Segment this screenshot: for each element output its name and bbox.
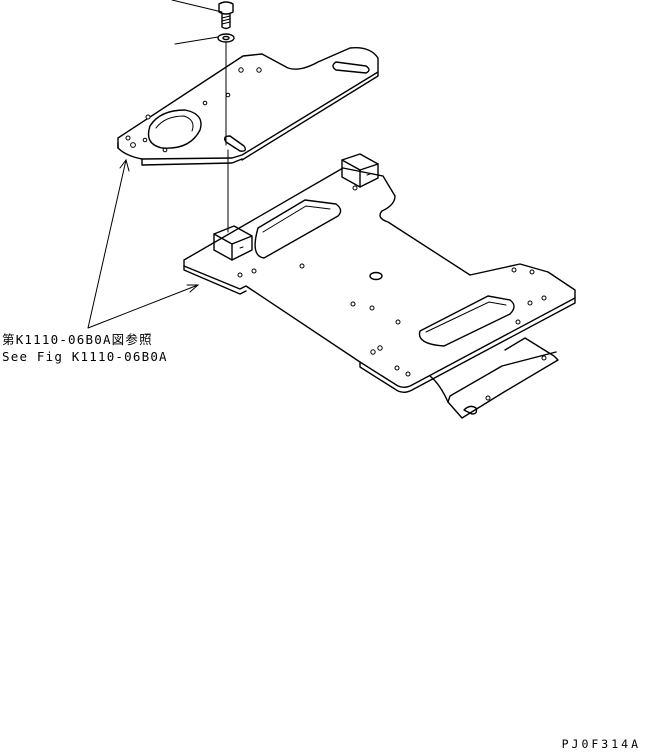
bolt [218,1,234,30]
bolt-leader-line [171,0,223,13]
leader-lines [87,0,223,329]
washer-leader-line [174,36,219,45]
upper-arrowhead [119,158,130,172]
lower-plate-leader-line [87,284,199,329]
drawing-code: PJ0F314A [561,737,641,751]
washer [217,33,235,43]
right-spacer-block [341,153,379,188]
left-spacer-block [213,225,253,261]
reference-note-japanese: 第K1110-06B0A図参照 [2,332,153,347]
lower-base-plate [183,167,576,419]
lower-arrowhead [186,284,200,293]
upper-bracket-plate [117,47,379,166]
upper-plate-leader-line [87,159,127,329]
reference-note-english: See Fig K1110-06B0A [2,349,168,364]
